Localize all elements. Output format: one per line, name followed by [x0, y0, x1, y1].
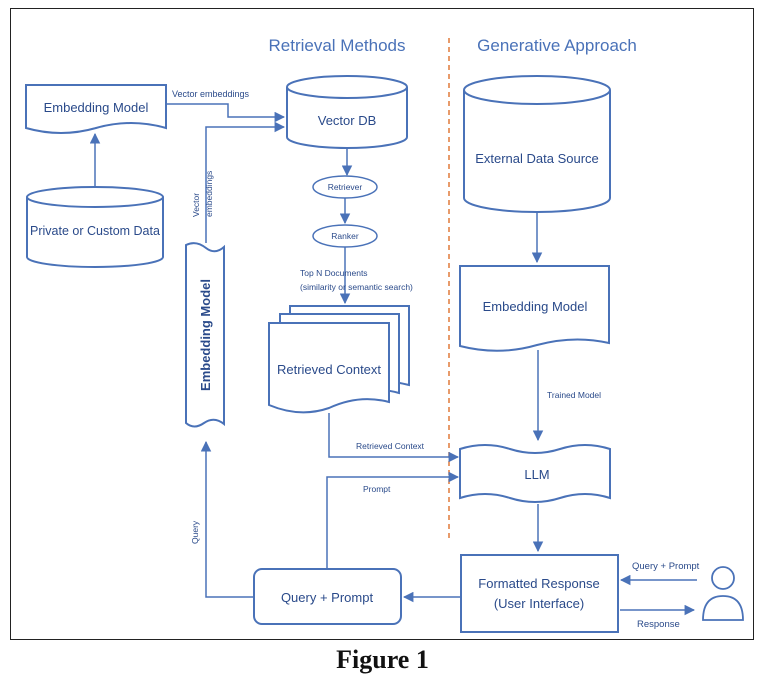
heading-generative-approach: Generative Approach [477, 36, 637, 55]
llm-node: LLM [459, 444, 611, 503]
top-n-label-2: (similarity or semantic search) [300, 282, 413, 292]
user-query-prompt-label: Query + Prompt [632, 561, 700, 572]
private-data-node: Private or Custom Data [26, 186, 164, 268]
private-data-label: Private or Custom Data [30, 224, 160, 238]
retriever-label: Retriever [328, 182, 363, 192]
query-prompt-node: Query + Prompt [253, 568, 402, 625]
vector-embeddings-edge [166, 103, 286, 123]
vector-db-label: Vector DB [318, 113, 377, 128]
trained-model-label: Trained Model [547, 390, 601, 400]
retrieved-context-label: Retrieved Context [277, 362, 381, 377]
vertical-embeddings-edge [205, 121, 286, 243]
embedding-model-left-label: Embedding Model [44, 100, 149, 115]
formatted-response-node: Formatted Response (User Interface) [460, 554, 619, 633]
embedding-model-vertical-label: Embedding Model [198, 279, 213, 391]
query-edge [200, 440, 253, 598]
vector-embeddings-label: Vector embeddings [172, 89, 250, 99]
ranker-label: Ranker [331, 231, 359, 241]
retriever-node: Retriever [312, 175, 378, 199]
retrieved-context-edge-label: Retrieved Context [356, 441, 425, 451]
vertical-embeddings-label-2: embeddings [204, 171, 214, 217]
query-prompt-label: Query + Prompt [281, 590, 374, 605]
external-source-label: External Data Source [475, 151, 599, 166]
response-out-label: Response [637, 619, 680, 630]
prompt-edge [326, 471, 460, 569]
formatted-response-label-1: Formatted Response [478, 576, 599, 591]
top-n-label-1: Top N Documents [300, 268, 368, 278]
prompt-edge-label: Prompt [363, 484, 391, 494]
formatted-response-label-2: (User Interface) [494, 596, 584, 611]
external-source-node: External Data Source [463, 75, 611, 213]
heading-retrieval-methods: Retrieval Methods [268, 36, 405, 55]
vertical-embeddings-label-1: Vector [191, 193, 201, 217]
ranker-node: Ranker [312, 224, 378, 248]
user-icon [702, 566, 744, 621]
embedding-model-left-node: Embedding Model [25, 84, 167, 134]
embedding-model-vertical-node: Embedding Model [185, 242, 225, 428]
embedding-model-right-node: Embedding Model [459, 265, 610, 352]
retrieved-context-edge [328, 413, 460, 463]
embedding-model-right-label: Embedding Model [483, 299, 588, 314]
vector-db-node: Vector DB [286, 75, 408, 149]
figure-caption: Figure 1 [336, 645, 429, 674]
rag-diagram: Retrieval Methods Generative Approach Em… [25, 36, 744, 633]
retrieved-context-node: Retrieved Context [268, 305, 410, 414]
llm-label: LLM [524, 467, 549, 482]
query-edge-label: Query [190, 520, 200, 544]
